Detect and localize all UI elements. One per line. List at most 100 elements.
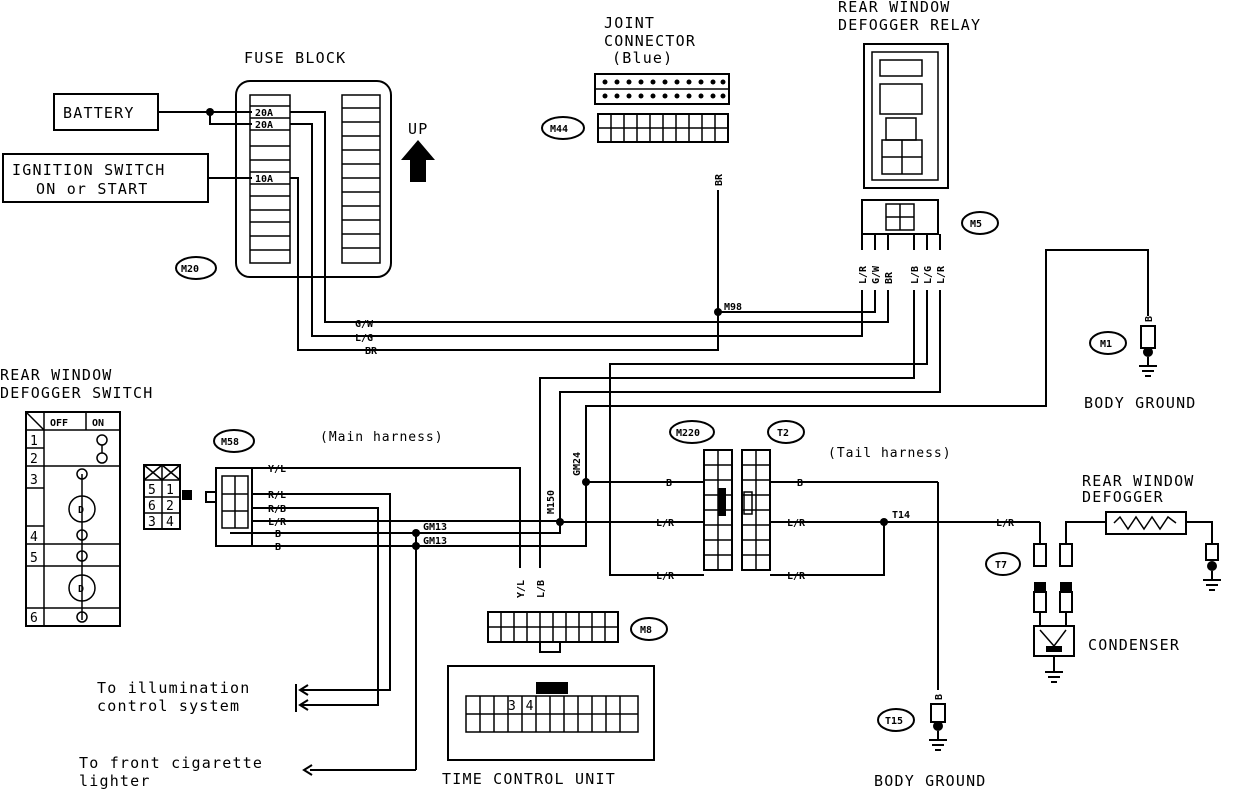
fuse-block: FUSE BLOCK 20A 20A 10A	[235, 49, 392, 278]
ignition-switch-box	[2, 153, 209, 203]
connector-m220-label: M220	[676, 428, 700, 439]
m1-ground-wire	[585, 249, 1149, 482]
svg-text:L/R: L/R	[858, 265, 869, 284]
defogger-title-2: DEFOGGER	[1082, 488, 1164, 506]
wire-gw-label: G/W	[355, 319, 374, 330]
svg-text:OFF: OFF	[50, 418, 68, 429]
connector-m1-label: M1	[1100, 339, 1112, 350]
svg-text:L/B: L/B	[910, 266, 921, 284]
joint-connector-title-1: JOINT	[604, 14, 655, 32]
svg-text:D: D	[78, 505, 84, 516]
m58-wires	[230, 467, 560, 771]
svg-text:L/R: L/R	[787, 571, 806, 582]
svg-text:B: B	[797, 478, 803, 489]
ignition-label-line1: IGNITION SWITCH	[12, 161, 165, 179]
defogger-ground	[1203, 543, 1221, 591]
svg-text:L/G: L/G	[923, 266, 934, 284]
connector-t15-label: T15	[885, 716, 903, 727]
wire-t15-b-label: B	[934, 694, 945, 700]
m220-connector	[703, 449, 733, 571]
svg-text:4: 4	[30, 530, 39, 545]
body-ground-label-1: BODY GROUND	[1084, 394, 1197, 412]
relay-title-2: DEFOGGER RELAY	[838, 16, 981, 34]
wire-m8-yl-label: Y/L	[516, 580, 527, 598]
t2-connector	[741, 449, 771, 571]
svg-text:4: 4	[166, 515, 175, 530]
m5-wire-labels: L/R G/W BR L/B L/G L/R	[858, 265, 947, 284]
time-control-unit-label: TIME CONTROL UNIT	[442, 770, 616, 788]
cigarette-label-1: To front cigarette	[79, 754, 263, 772]
junction-gm13-label: GM13	[423, 522, 447, 533]
m220-t2-wire-labels: B L/R L/R B L/R L/R L/R	[656, 478, 1015, 582]
wire-m8-lb-label: L/B	[536, 580, 547, 598]
m58-wire-labels: Y/L R/L R/B L/R B B	[268, 464, 287, 553]
fuse-20a-label: 20A	[255, 108, 273, 119]
fuse-10a-label: 10A	[255, 174, 273, 185]
svg-text:BR: BR	[884, 271, 895, 284]
svg-text:6: 6	[148, 499, 157, 514]
ignition-label-line2: ON or START	[36, 180, 149, 198]
connector-m58-label: M58	[221, 437, 239, 448]
connector-m5-label: M5	[970, 219, 982, 230]
cigarette-arrow-icon	[302, 764, 313, 776]
connector-m44-label: M44	[550, 124, 568, 135]
fuse-rows-left	[250, 105, 290, 251]
svg-text:D: D	[78, 584, 84, 595]
fuse-rows-right	[342, 107, 380, 249]
fuse-20a-label: 20A	[255, 120, 273, 131]
svg-text:B: B	[275, 542, 281, 553]
svg-text:L/R: L/R	[787, 518, 806, 529]
body-ground-label-2: BODY GROUND	[874, 772, 987, 790]
m220-t2-wires	[660, 481, 1213, 690]
defogger-title-1: REAR WINDOW	[1082, 472, 1195, 490]
junction-m98-label: M98	[724, 302, 742, 313]
up-arrow-icon	[401, 140, 435, 182]
wire-br-label: BR	[365, 346, 378, 357]
battery-label: BATTERY	[63, 104, 135, 122]
up-label: UP	[408, 120, 428, 138]
tail-harness-label: (Tail harness)	[828, 446, 952, 461]
junction-gm24-label: GM24	[572, 452, 583, 476]
defogger-heater-element	[1105, 511, 1187, 535]
relay-title-1: REAR WINDOW	[838, 0, 951, 16]
junction-gm13-label: GM13	[423, 536, 447, 547]
connector-t2-label: T2	[777, 428, 789, 439]
svg-text:G/W: G/W	[871, 265, 882, 284]
svg-text:3: 3	[30, 473, 39, 488]
svg-text:Y/L: Y/L	[268, 464, 286, 475]
switch-title-2: DEFOGGER SWITCH	[0, 384, 153, 402]
svg-text:6: 6	[30, 611, 39, 626]
svg-text:3 4: 3 4	[508, 699, 534, 714]
svg-text:1: 1	[30, 434, 39, 449]
switch-connector: 5 1 6 2 3 4	[143, 464, 192, 530]
t7-connector	[1033, 543, 1073, 613]
joint-connector	[594, 73, 730, 143]
svg-text:L/R: L/R	[936, 265, 947, 284]
svg-text:5: 5	[30, 551, 39, 566]
svg-text:B: B	[666, 478, 672, 489]
svg-text:B: B	[275, 529, 281, 540]
joint-connector-title-3: (Blue)	[612, 49, 673, 67]
main-harness-wires	[416, 481, 660, 547]
wire-br-vertical-label: BR	[714, 173, 725, 186]
svg-text:3: 3	[148, 515, 157, 530]
wire-lg-label: L/G	[355, 333, 373, 344]
junction-m150-label: M150	[546, 490, 557, 514]
defogger-relay	[863, 43, 949, 189]
m1-ground-terminal	[1139, 325, 1157, 377]
svg-text:1: 1	[166, 483, 175, 498]
svg-text:R/L: R/L	[268, 490, 286, 501]
m5-wires	[539, 234, 941, 576]
condenser-label: CONDENSER	[1088, 636, 1180, 654]
joint-connector-title-2: CONNECTOR	[604, 32, 696, 50]
wire-m1-b-label: B	[1144, 316, 1155, 322]
junction-t14-label: T14	[892, 510, 910, 521]
defogger-switch-table: OFF ON 1 2 3 4 5 6 D D	[25, 411, 121, 627]
illumination-label-1: To illumination	[97, 679, 250, 697]
condenser	[1033, 612, 1075, 683]
svg-text:L/R: L/R	[656, 571, 675, 582]
switch-title-1: REAR WINDOW	[0, 366, 113, 384]
illumination-label-2: control system	[97, 697, 240, 715]
main-harness-label: (Main harness)	[320, 430, 444, 445]
